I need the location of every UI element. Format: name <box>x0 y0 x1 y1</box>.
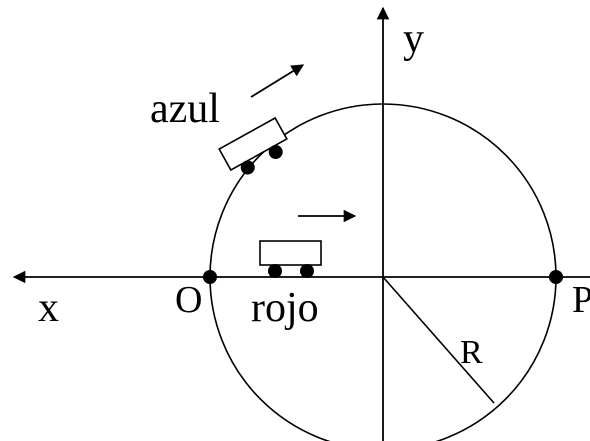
red-cart-wheel-left <box>268 264 282 278</box>
radius-line <box>382 276 495 404</box>
red-cart-wheel-right <box>300 264 314 278</box>
red-cart <box>259 240 322 278</box>
blue-cart <box>218 116 288 175</box>
origin-label: O <box>175 279 202 321</box>
point-p-dot <box>549 270 563 284</box>
point-o-dot <box>203 270 217 284</box>
blue-cart-label: azul <box>150 86 220 132</box>
point-p-label: P <box>572 279 590 321</box>
blue-cart-wheel-left <box>240 160 255 175</box>
blue-cart-wheel-right <box>268 144 283 159</box>
red-cart-label: rojo <box>251 285 319 331</box>
blue-cart-body <box>218 116 288 172</box>
red-cart-body <box>259 240 322 266</box>
x-axis-label: x <box>38 285 59 331</box>
radius-label: R <box>460 334 483 371</box>
y-axis-label: y <box>403 16 424 62</box>
blue-cart-direction-arrow <box>250 64 305 98</box>
